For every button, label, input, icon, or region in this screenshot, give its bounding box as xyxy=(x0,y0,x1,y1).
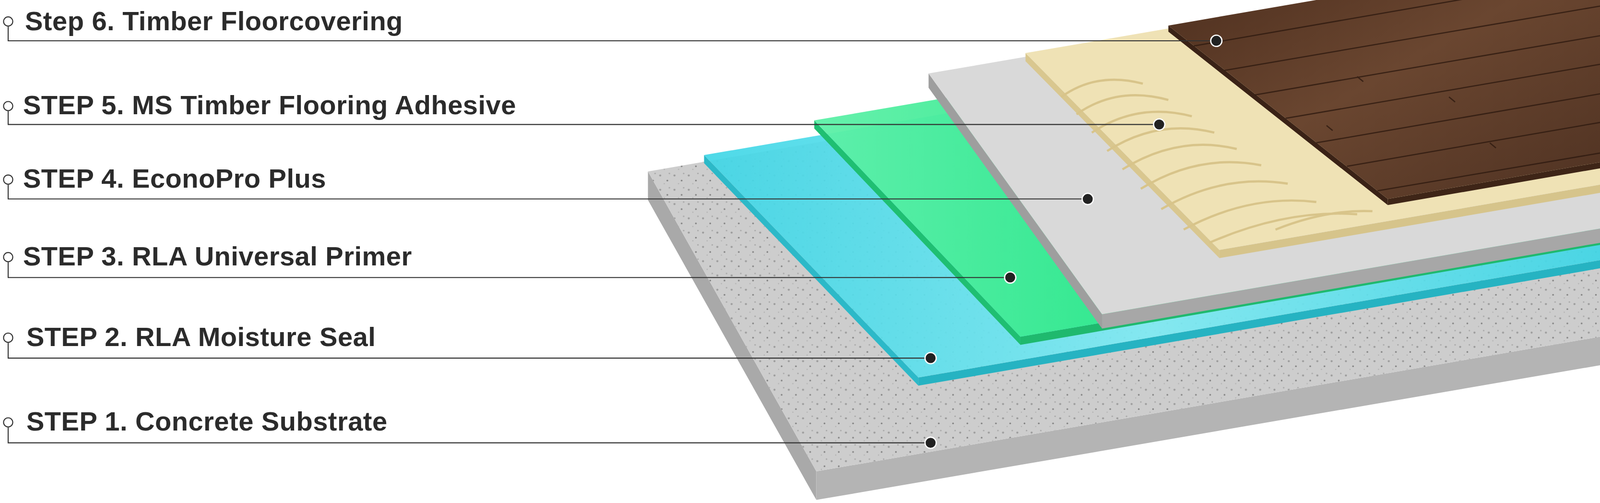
step-label: Step 6. Timber Floorcovering xyxy=(24,5,403,37)
leader-lines xyxy=(8,26,1217,443)
leader-start-circles xyxy=(3,16,13,427)
step-label: STEP 4. EconoPro Plus xyxy=(23,163,327,194)
step-label: STEP 5. MS Timber Flooring Adhesive xyxy=(23,89,517,121)
step-label: STEP 2. RLA Moisture Seal xyxy=(26,321,376,353)
timber-floorboards xyxy=(1168,0,1600,205)
callout-dots xyxy=(924,35,1222,449)
step-label: STEP 3. RLA Universal Primer xyxy=(23,240,413,272)
step-label: STEP 1. Concrete Substrate xyxy=(26,405,388,437)
